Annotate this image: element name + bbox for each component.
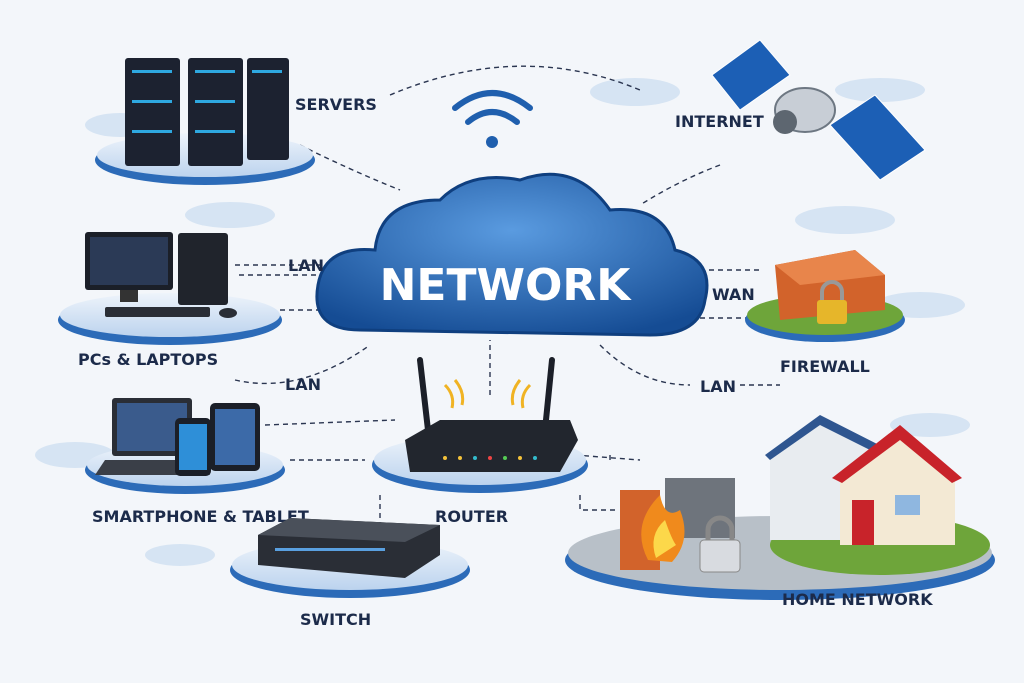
fire-wall-icon xyxy=(620,478,735,570)
switch-label: SWITCH xyxy=(300,610,371,629)
router-node: ROUTER xyxy=(372,357,588,526)
house-icon xyxy=(832,425,962,545)
pcs-node: PCs & LAPTOPS LAN xyxy=(58,232,324,369)
wan-label: WAN xyxy=(712,285,755,304)
pcs-label: PCs & LAPTOPS xyxy=(78,350,218,369)
background-clouds xyxy=(35,78,970,566)
mobile-label: SMARTPHONE & TABLET xyxy=(92,507,309,526)
home-node: HOME NETWORK xyxy=(565,415,995,609)
lan-right-label: LAN xyxy=(700,377,736,396)
mobile-node: SMARTPHONE & TABLET xyxy=(85,398,309,526)
tablet-icon xyxy=(210,403,260,471)
server-rack-icon xyxy=(125,58,289,166)
switch-node: SWITCH xyxy=(230,518,470,629)
signal-waves-icon xyxy=(443,379,532,409)
desktop-computer-icon xyxy=(85,232,237,318)
wifi-icon xyxy=(452,90,533,148)
connection-lines xyxy=(234,65,780,530)
padlock-icon xyxy=(817,280,847,324)
firewall-node: FIREWALL WAN xyxy=(712,250,905,376)
home-label: HOME NETWORK xyxy=(782,590,933,609)
internet-label: INTERNET xyxy=(675,112,764,131)
servers-label: SERVERS xyxy=(295,95,377,114)
router-icon xyxy=(405,357,578,472)
network-switch-icon xyxy=(258,518,440,578)
internet-node: INTERNET xyxy=(675,39,926,181)
firewall-label: FIREWALL xyxy=(780,357,870,376)
padlock-icon xyxy=(699,515,741,573)
servers-node: SERVERS xyxy=(95,58,377,185)
router-label: ROUTER xyxy=(435,507,508,526)
smartphone-icon xyxy=(175,418,211,476)
lan-pcs-label: LAN xyxy=(288,256,324,275)
network-cloud: NETWORK xyxy=(315,172,709,337)
satellite-icon xyxy=(711,39,926,181)
brick-wall-icon xyxy=(775,250,885,320)
lan-mobile-label: LAN xyxy=(285,375,321,394)
network-title: NETWORK xyxy=(380,260,633,311)
